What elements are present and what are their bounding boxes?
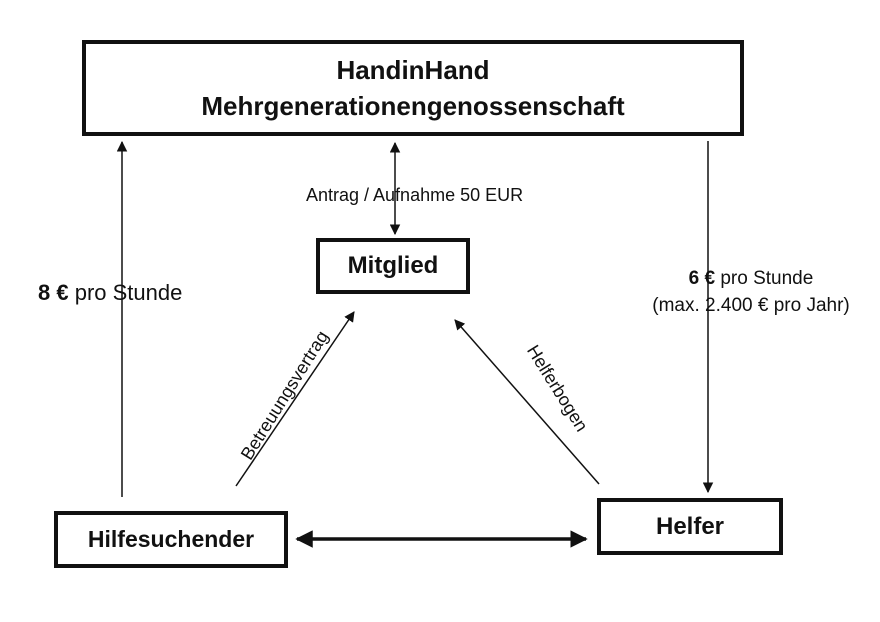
seeker-rate-amount: 8 € bbox=[38, 280, 69, 305]
organization-name: HandinHand bbox=[336, 55, 490, 85]
organization-subtitle: Mehrgenerationengenossenschaft bbox=[201, 91, 625, 121]
organization-box: HandinHand Mehrgenerationengenossenschaf… bbox=[82, 40, 744, 136]
helper-box: Helfer bbox=[597, 498, 783, 555]
helper-rate-cap: (max. 2.400 € pro Jahr) bbox=[652, 295, 850, 316]
seeker-rate-label: 8 € pro Stunde bbox=[38, 280, 182, 306]
arrow-helper-member bbox=[454, 319, 600, 485]
helper-rate-unit: pro Stunde bbox=[720, 268, 814, 289]
helper-rate-amount: 6 € bbox=[688, 268, 716, 289]
arrow-seeker-member bbox=[235, 311, 355, 487]
seeker-box: Hilfesuchender bbox=[54, 511, 288, 568]
seeker-label: Hilfesuchender bbox=[87, 526, 255, 552]
seeker-rate-unit: pro Stunde bbox=[74, 280, 183, 305]
member-label: Mitglied bbox=[347, 252, 439, 279]
application-label: Antrag / Aufnahme 50 EUR bbox=[306, 185, 524, 205]
helper-rate-label: 6 € pro Stunde (max. 2.400 € pro Jahr) bbox=[632, 265, 870, 319]
helper-label: Helfer bbox=[655, 512, 725, 540]
member-box: Mitglied bbox=[316, 238, 470, 294]
